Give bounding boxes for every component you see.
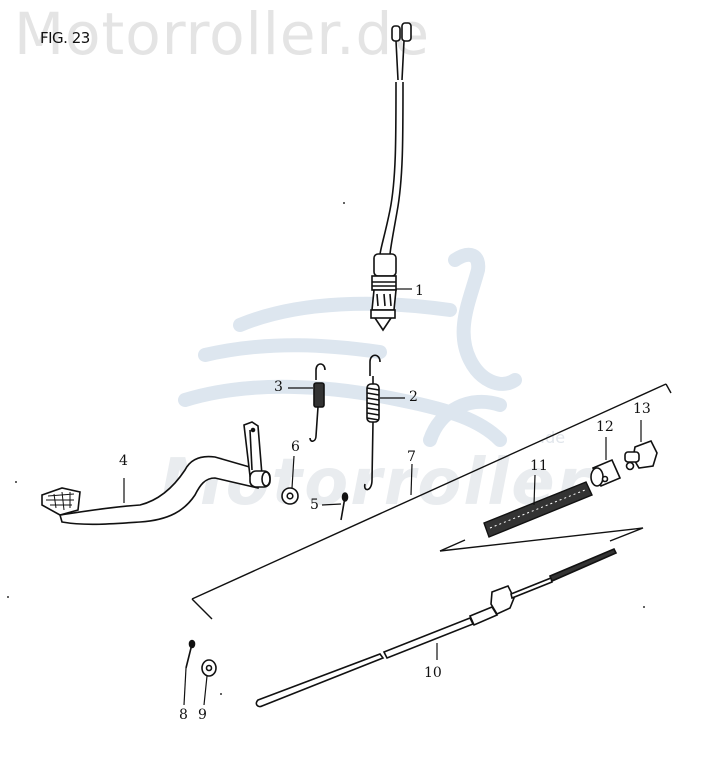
callout-6: 6: [291, 439, 300, 455]
callout-13: 13: [633, 401, 651, 417]
watermark-text: Motorroller.de: [14, 0, 431, 68]
callout-7: 7: [407, 449, 416, 465]
split-pin-8-icon: [183, 639, 196, 706]
callout-3: 3: [274, 379, 283, 395]
pedal-return-spring-icon: [288, 363, 326, 442]
figure-title: FIG. 23: [40, 29, 90, 47]
watermark-center-text: Motorroller: [160, 446, 591, 520]
callout-9: 9: [198, 707, 207, 723]
brake-pedal-icon: [41, 421, 271, 526]
callout-5: 5: [310, 497, 319, 513]
callout-4: 4: [119, 453, 128, 469]
spring-11-icon: [483, 474, 593, 538]
scooter-logo-icon: [178, 247, 522, 447]
adjusting-nut-13-icon: [624, 420, 658, 471]
washer-9-icon: [201, 659, 217, 706]
washer-6-icon: [281, 455, 299, 505]
brake-light-switch-icon: [370, 22, 412, 332]
callout-2: 2: [409, 389, 418, 405]
assembly-bracket-line: [191, 383, 672, 620]
callout-10: 10: [424, 665, 442, 681]
callout-11: 11: [530, 458, 548, 474]
brake-rod-10-icon: [255, 547, 618, 708]
callout-12: 12: [596, 419, 614, 435]
callout-1: 1: [415, 283, 424, 299]
brake-switch-spring-icon: [363, 354, 405, 491]
split-pin-5-icon: [321, 492, 349, 521]
joint-pin-12-icon: [590, 437, 622, 488]
callout-8: 8: [179, 707, 188, 723]
scan-dots: [7, 202, 645, 695]
